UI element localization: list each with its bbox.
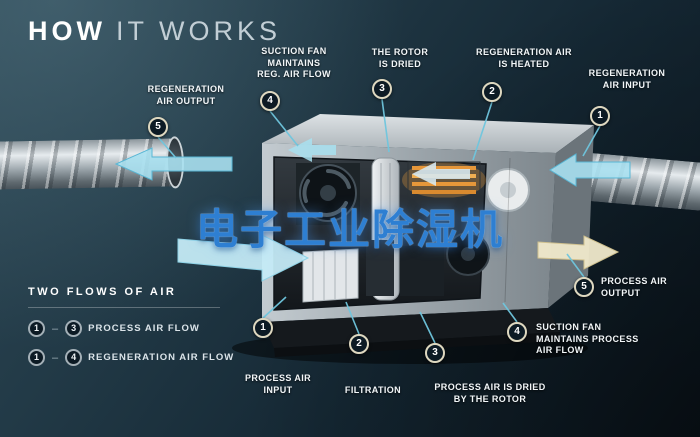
- label-suction-fan-reg-air-flow: SUCTION FAN MAINTAINS REG. AIR FLOW: [257, 46, 331, 80]
- label-regeneration-air-heated: REGENERATION AIR IS HEATED: [476, 47, 572, 69]
- label-process-air-input: PROCESS AIR INPUT: [244, 373, 312, 395]
- regeneration-air-output-arrow: [114, 147, 233, 181]
- badge-4-suction-fan-process: 4: [507, 322, 527, 342]
- regeneration-air-input-arrow: [549, 153, 631, 187]
- label-regeneration-air-input: REGENERATION AIR INPUT: [588, 68, 666, 90]
- legend-title: TWO FLOWS OF AIR: [28, 286, 177, 298]
- badge-2-filtration: 2: [349, 334, 369, 354]
- badge-1-process-input: 1: [253, 318, 273, 338]
- legend-divider: [28, 307, 220, 308]
- badge-5-regeneration-output: 5: [148, 117, 168, 137]
- badge-1-regeneration-input: 1: [590, 106, 610, 126]
- process-suction-fan: [446, 232, 490, 276]
- machine-base-edge: [274, 332, 560, 357]
- machine-base: [262, 308, 560, 348]
- page-title: HOW IT WORKS: [28, 16, 281, 47]
- badge-2-air-heated: 2: [482, 82, 502, 102]
- legend-row-process-air: 1 – 3 PROCESS AIR FLOW: [28, 320, 234, 337]
- legend-badge-to-3: 3: [65, 320, 83, 337]
- legend-row-regeneration-air: 1 – 4 REGENERATION AIR FLOW: [28, 349, 234, 366]
- label-suction-fan-process-air-flow: SUCTION FAN MAINTAINS PROCESS AIR FLOW: [536, 322, 639, 356]
- legend-badge-to-4: 4: [65, 349, 83, 366]
- process-air-input-arrow: [177, 234, 310, 282]
- watermark-text: 电子工业除湿机: [196, 206, 505, 253]
- process-air-output-arrow: [537, 235, 620, 270]
- regeneration-flow-arrow-fan: [288, 138, 336, 162]
- badge-3-process-dried: 3: [425, 343, 445, 363]
- badge-5-process-output: 5: [574, 277, 594, 297]
- badge-4-suction-fan-reg: 4: [260, 91, 280, 111]
- interior-box-1: [366, 240, 394, 296]
- machine-top-face: [262, 114, 594, 153]
- legend-dash-2: –: [52, 351, 59, 364]
- regeneration-suction-fan: [296, 163, 360, 225]
- label-rotor-is-dried: THE ROTOR IS DRIED: [371, 47, 429, 69]
- label-filtration: FILTRATION: [344, 385, 402, 395]
- label-regeneration-air-output: REGENERATION AIR OUTPUT: [147, 84, 225, 106]
- leader-lines: [157, 98, 601, 344]
- legend-badge-from-1: 1: [28, 320, 45, 337]
- filter-panel: [302, 248, 359, 303]
- badge-3-rotor-dried: 3: [372, 79, 392, 99]
- label-process-air-dried-by-rotor: PROCESS AIR IS DRIED BY THE ROTOR: [434, 382, 546, 404]
- legend-label-process-air: PROCESS AIR FLOW: [88, 323, 200, 334]
- round-vent: [486, 168, 530, 212]
- title-strong: HOW: [28, 16, 106, 46]
- interior-box-2: [400, 246, 444, 296]
- panel-seam: [504, 157, 511, 303]
- legend-badge-from-1b: 1: [28, 349, 45, 366]
- title-light: IT WORKS: [115, 16, 281, 46]
- regeneration-flow-arrow-heater: [412, 162, 470, 186]
- legend: TWO FLOWS OF AIR 1 – 3 PROCESS AIR FLOW …: [28, 286, 234, 366]
- legend-label-regeneration-air: REGENERATION AIR FLOW: [88, 352, 235, 363]
- legend-dash: –: [52, 322, 59, 335]
- label-process-air-output: PROCESS AIR OUTPUT: [601, 276, 668, 298]
